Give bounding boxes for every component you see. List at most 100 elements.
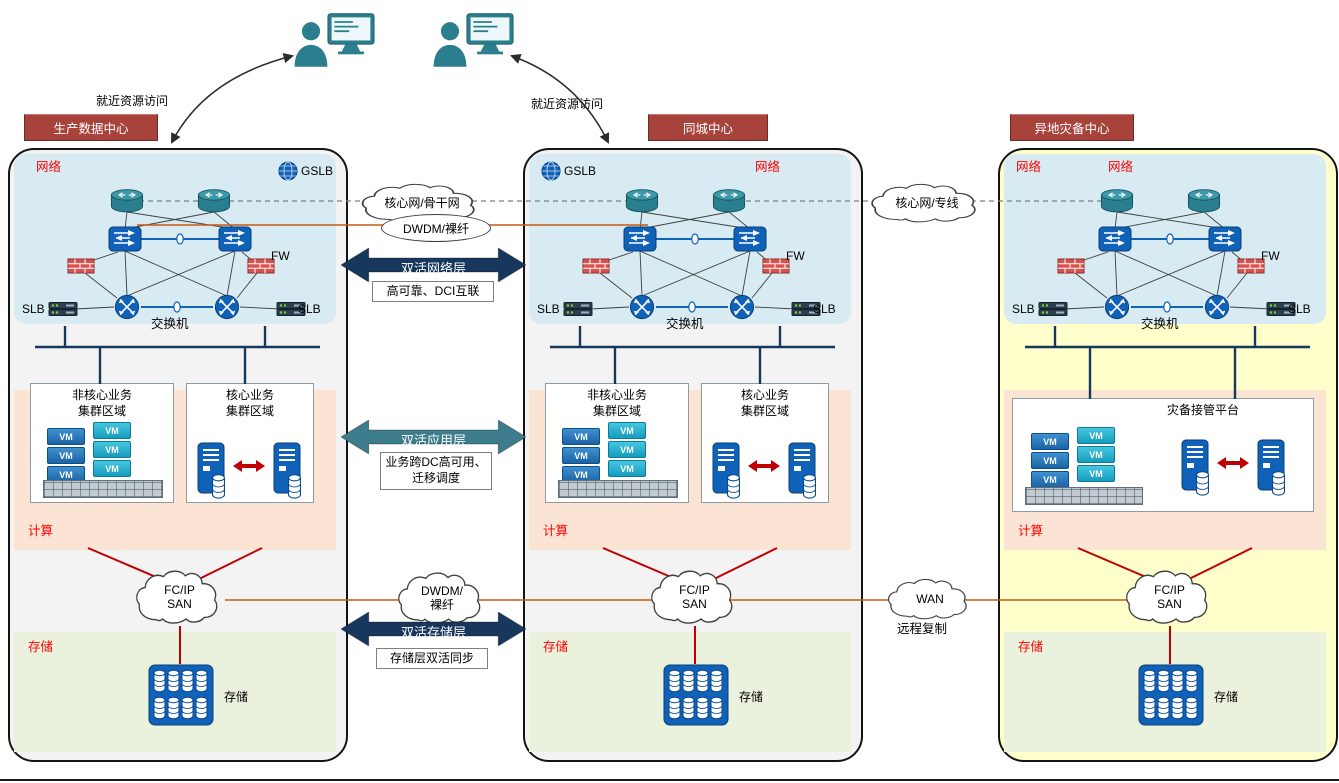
- vm-stack: VM VM VM: [47, 428, 85, 483]
- dwdm-top-ellipse: DWDM/裸纤: [381, 214, 491, 242]
- san-cloud-label: FC/IP SAN: [679, 582, 710, 611]
- center-1-noncore-cluster-box: 非核心业务 集群区域 VM VM VM VM VM VM: [30, 383, 174, 503]
- core-private-label: 核心网/专线: [895, 195, 959, 210]
- replication-arrow-icon: [231, 460, 267, 472]
- storage-zone-label: 存储: [28, 640, 54, 654]
- db-cylinder-icon: [726, 474, 741, 500]
- core-switch-icon: [1098, 226, 1132, 252]
- gslb-globe-icon: [541, 161, 561, 181]
- user-person-icon: [430, 20, 470, 68]
- network-zone-label-2: 网络: [1108, 160, 1134, 174]
- slb-label-left: SLB: [1012, 302, 1035, 316]
- compute-zone-label: 计算: [28, 524, 54, 538]
- server-chassis: [43, 480, 163, 498]
- slb-label-right: SLB: [813, 302, 836, 316]
- router-icon: [196, 188, 232, 214]
- dwdm-bottom-label: DWDM/ 裸纤: [421, 583, 463, 612]
- storage-array-icon: [1138, 664, 1204, 726]
- compute-zone-label: 计算: [1018, 524, 1044, 538]
- monitor-icon: [327, 12, 375, 56]
- slb-appliance-icon: [563, 300, 593, 318]
- slb-label-left: SLB: [22, 302, 45, 316]
- access-label-left: 就近资源访问: [96, 94, 169, 108]
- router-icon: [711, 188, 747, 214]
- compute-zone-label: 计算: [543, 524, 569, 538]
- dwdm-bottom-cloud: DWDM/ 裸纤: [394, 570, 490, 626]
- slb-switch-icon: [729, 294, 755, 320]
- db-cylinder-icon: [1195, 471, 1210, 497]
- vm-cube: VM: [93, 460, 131, 477]
- user-person-icon: [291, 20, 331, 68]
- slb-switch-icon: [1204, 294, 1230, 320]
- gslb-globe-icon: [278, 161, 298, 181]
- slb-label-left: SLB: [537, 302, 560, 316]
- center-1-title: 生产数据中心: [24, 114, 158, 141]
- center-3-network-zone: [1004, 154, 1326, 324]
- router-icon: [1186, 188, 1222, 214]
- remote-copy-label: 远程复制: [897, 622, 948, 636]
- dr-platform-label: 灾备接管平台: [1166, 403, 1239, 417]
- replication-arrow-icon: [746, 460, 782, 472]
- slb-appliance-icon: [48, 300, 78, 318]
- vm-cube: VM: [93, 441, 131, 458]
- center-2-title: 同城中心: [648, 114, 768, 141]
- center-2-network-zone: [529, 154, 851, 324]
- vm-cube: VM: [562, 447, 600, 464]
- server-chassis: [558, 480, 678, 498]
- san-cloud-label: FC/IP SAN: [164, 582, 195, 611]
- storage-device-label: 存储: [739, 690, 764, 704]
- slb-switch-icon: [1104, 294, 1130, 320]
- noncore-cluster-label: 非核心业务 集群区域: [71, 388, 132, 418]
- replication-arrow-icon: [1215, 457, 1251, 469]
- router-icon: [624, 188, 660, 214]
- switch-label: 交换机: [1141, 317, 1179, 331]
- core-switch-icon: [623, 226, 657, 252]
- center-2-core-cluster-box: 核心业务 集群区域: [701, 383, 829, 503]
- vm-stack: VM VM VM: [1077, 427, 1115, 482]
- db-cylinder-icon: [1271, 471, 1286, 497]
- firewall-icon: [1057, 258, 1085, 274]
- app-layer-title: 双活应用层: [400, 433, 466, 448]
- switch-label: 交换机: [666, 317, 704, 331]
- page-bottom-border: [0, 779, 1339, 781]
- app-layer-subtitle: 业务跨DC高可用、迁移调度: [380, 452, 492, 490]
- vm-stack: VM VM VM: [608, 422, 646, 477]
- network-layer-subtitle: 高可靠、DCI互联: [372, 281, 494, 302]
- vm-stack: VM VM VM: [93, 422, 131, 477]
- db-cylinder-icon: [287, 474, 302, 500]
- gslb-label: GSLB: [301, 164, 334, 178]
- vm-cube: VM: [608, 422, 646, 439]
- core-private-cloud: 核心网/专线: [866, 182, 988, 224]
- san-cloud: FC/IP SAN: [647, 568, 742, 626]
- firewall-icon: [67, 258, 95, 274]
- storage-zone-label: 存储: [1018, 640, 1044, 654]
- core-backbone-label: 核心网/骨干网: [384, 195, 460, 210]
- router-icon: [109, 188, 145, 214]
- san-cloud-label: FC/IP SAN: [1154, 582, 1185, 611]
- san-cloud: FC/IP SAN: [1122, 568, 1217, 626]
- center-3-title: 异地灾备中心: [1010, 114, 1134, 141]
- storage-device-label: 存储: [224, 690, 249, 704]
- wan-label: WAN: [916, 591, 944, 606]
- core-switch-icon: [1208, 226, 1242, 252]
- core-switch-icon: [733, 226, 767, 252]
- slb-switch-icon: [629, 294, 655, 320]
- center-3-title-text: 异地灾备中心: [1034, 122, 1110, 136]
- core-cluster-label: 核心业务 集群区域: [225, 388, 274, 418]
- core-switch-icon: [218, 226, 252, 252]
- user-access-arrow-left: [171, 52, 295, 144]
- storage-layer-subtitle: 存储层双活同步: [376, 648, 488, 669]
- core-backbone-cloud: 核心网/骨干网: [356, 182, 488, 224]
- center-1-core-cluster-box: 核心业务 集群区域: [186, 383, 314, 503]
- core-switch-icon: [108, 226, 142, 252]
- center-2-title-text: 同城中心: [682, 122, 733, 136]
- db-cylinder-icon: [802, 474, 817, 500]
- vm-cube: VM: [608, 460, 646, 477]
- slb-label-right: SLB: [1288, 302, 1311, 316]
- storage-device-label: 存储: [1214, 690, 1239, 704]
- storage-array-icon: [663, 664, 729, 726]
- switch-label: 交换机: [151, 317, 189, 331]
- fw-label: FW: [786, 249, 805, 263]
- vm-cube: VM: [47, 447, 85, 464]
